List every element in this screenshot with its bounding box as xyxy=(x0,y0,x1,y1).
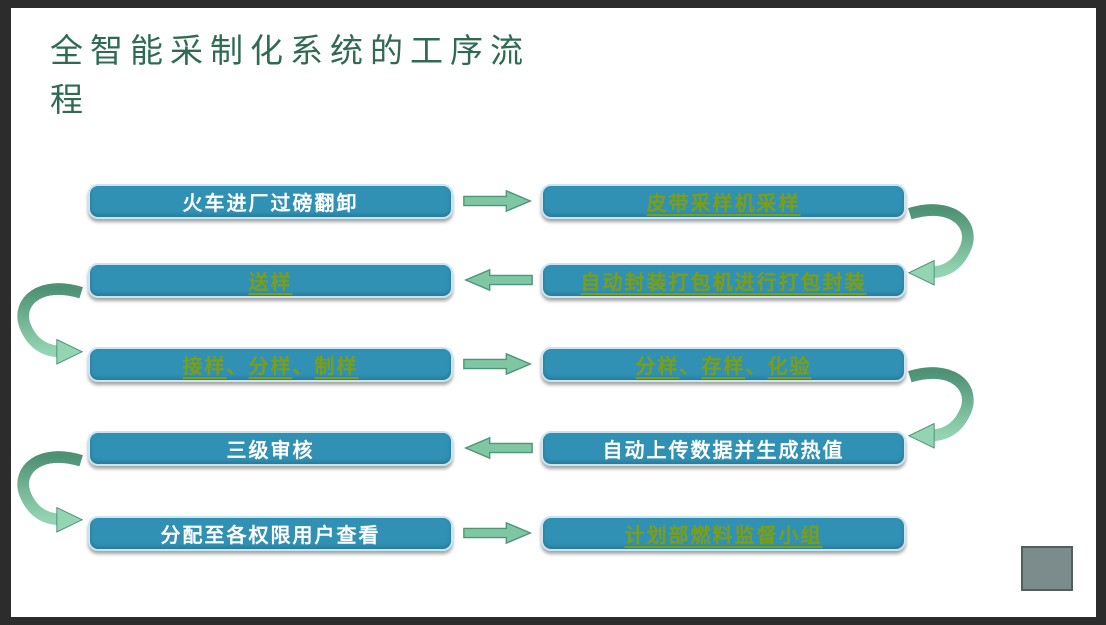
flow-link[interactable]: 存样 xyxy=(701,354,746,378)
flow-label: 分配至各权限用户查看 xyxy=(160,523,381,547)
flow-label: 、 xyxy=(292,354,315,378)
flow-link[interactable]: 化验 xyxy=(767,354,812,378)
flow-box-right-row3: 分样、存样、化验 xyxy=(541,347,906,382)
flow-box-right-row2: 自动封装打包机进行打包封装 xyxy=(541,263,906,298)
arrow-left-icon xyxy=(460,268,536,292)
arrow-right-icon xyxy=(460,521,536,545)
flow-link[interactable]: 分样 xyxy=(248,354,293,378)
flow-link[interactable]: 皮带采样机采样 xyxy=(646,191,801,215)
flow-link[interactable]: 计划部燃料监督小组 xyxy=(624,523,823,547)
flow-label: 、 xyxy=(679,354,702,378)
flow-link[interactable]: 制样 xyxy=(314,354,359,378)
flow-box-left-row3: 接样、分样、制样 xyxy=(88,347,453,382)
flow-link[interactable]: 接样 xyxy=(182,354,227,378)
decor-square xyxy=(1021,546,1073,591)
slide-title: 全智能采制化系统的工序流程 xyxy=(50,28,570,126)
flow-link[interactable]: 分样 xyxy=(635,354,680,378)
arrow-right-icon xyxy=(460,352,536,376)
flow-link[interactable]: 送样 xyxy=(248,270,293,294)
flow-label: 、 xyxy=(745,354,768,378)
flow-box-left-row5: 分配至各权限用户查看 xyxy=(88,516,453,551)
arrow-right-icon xyxy=(460,189,536,213)
slide-title-line1: 全智能采制化系统的工序流 xyxy=(50,34,530,70)
curved-arrow-right-icon xyxy=(903,367,979,449)
flow-label: 三级审核 xyxy=(226,438,315,462)
flow-box-left-row1: 火车进厂过磅翻卸 xyxy=(88,184,453,219)
arrow-left-icon xyxy=(460,436,536,460)
slide-title-line2: 程 xyxy=(50,83,90,119)
curved-arrow-left-icon xyxy=(12,283,88,365)
flow-box-right-row5: 计划部燃料监督小组 xyxy=(541,516,906,551)
slide-background xyxy=(11,8,1096,617)
flow-link[interactable]: 自动封装打包机进行打包封装 xyxy=(580,270,867,294)
flow-label: 、 xyxy=(226,354,249,378)
flow-box-left-row2: 送样 xyxy=(88,263,453,298)
curved-arrow-right-icon xyxy=(903,204,979,286)
flow-label: 自动上传数据并生成热值 xyxy=(602,438,845,462)
flow-box-left-row4: 三级审核 xyxy=(88,431,453,466)
curved-arrow-left-icon xyxy=(12,451,88,533)
flow-box-right-row1: 皮带采样机采样 xyxy=(541,184,906,219)
flow-label: 火车进厂过磅翻卸 xyxy=(182,191,359,215)
flow-box-right-row4: 自动上传数据并生成热值 xyxy=(541,431,906,466)
